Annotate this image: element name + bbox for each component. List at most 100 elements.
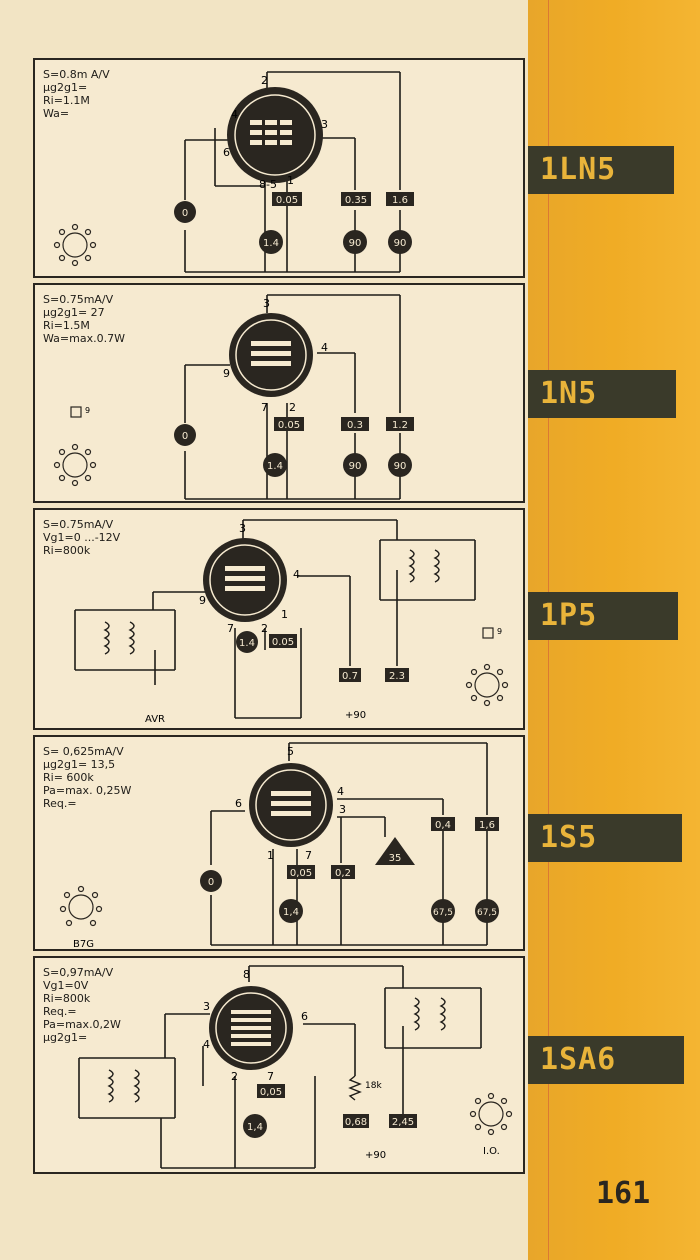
socket-pinout-icon	[465, 627, 509, 707]
filament-voltage-value: 1,4	[283, 907, 299, 918]
pin-label: 9	[223, 367, 230, 380]
socket-pinout-icon	[469, 1092, 513, 1136]
schematic-diagram: 8 3 4 6 2 7 18k 0,05 1,4 0,68 2,45 +90 I…	[78, 965, 513, 1169]
current-value: 0.3	[347, 420, 363, 431]
grid-bias-value: 0	[182, 208, 188, 219]
heater-current-value: 0,05	[290, 868, 312, 879]
spec-line: S= 0,625mA/V	[43, 745, 124, 758]
spec-line: Ri=800k	[43, 992, 91, 1005]
spec-line: Req.=	[43, 1005, 77, 1018]
current-value: 0.35	[345, 195, 367, 206]
spec-line: Vg1=0 ...-12V	[43, 531, 121, 544]
spec-line: Pa=max.0,2W	[43, 1018, 121, 1031]
current-value: 1.6	[392, 195, 408, 206]
pin-label: 4	[203, 1038, 210, 1051]
pin-label: 4	[321, 341, 328, 354]
resistor-icon	[348, 1075, 362, 1101]
pin-label: 3	[321, 118, 328, 131]
socket-note: 9	[497, 627, 502, 636]
socket-pinout-icon	[59, 885, 103, 927]
schematic-diagram: 2 4 3 6 8-5 1 0.05 0.35 1.6 0 1.4 90 90	[53, 71, 414, 273]
schematic-diagram: 3 9 4 7 2 1 1.4 0.05 0.7 2.3 AVR +90 9	[74, 519, 509, 725]
heater-current-value: 0.05	[278, 420, 300, 431]
supply-voltage-value: 67,5	[477, 908, 497, 918]
pin-label: 7	[261, 401, 268, 414]
spec-line: Wa=max.0.7W	[43, 332, 125, 345]
grid-bias-value: 0	[208, 877, 214, 888]
spec-line: Ri=1.5M	[43, 319, 90, 332]
spec-line: Wa=	[43, 107, 70, 120]
current-value: 2.3	[389, 671, 405, 682]
grid-bias-value: 0	[182, 431, 188, 442]
current-value: 1,6	[479, 820, 495, 831]
avr-label: AVR	[145, 714, 165, 725]
spec-line: μg2g1= 13,5	[43, 758, 116, 771]
pin-label: 2	[231, 1070, 238, 1083]
spec-list: S=0.75mA/V Vg1=0 ...-12V Ri=800k	[43, 518, 120, 557]
pin-label: 9	[199, 594, 206, 607]
spec-line: Vg1=0V	[43, 979, 89, 992]
tube-label-1n5: 1N5	[528, 370, 676, 418]
pin-label: 4	[293, 568, 300, 581]
current-value: 2,45	[392, 1117, 414, 1128]
schematic-panel-1s5: S= 0,625mA/V μg2g1= 13,5 Ri= 600k Pa=max…	[33, 735, 525, 951]
schematic-panel-1n5: S=0.75mA/V μg2g1= 27 Ri=1.5M Wa=max.0.7W…	[33, 283, 525, 503]
spec-line: μg2g1=	[43, 1031, 88, 1044]
transformer-icon	[103, 549, 440, 655]
tube-label-1p5: 1P5	[528, 592, 678, 640]
supply-voltage-label: +90	[345, 710, 366, 721]
spec-line: S=0.8m A/V	[43, 68, 110, 81]
pin-label: 3	[239, 522, 246, 535]
pin-label: 6	[235, 797, 242, 810]
pin-label: 8-5	[259, 178, 277, 191]
spec-line: S=0.75mA/V	[43, 518, 114, 531]
pin-label: 7	[267, 1070, 274, 1083]
spec-line: Req.=	[43, 797, 77, 810]
pin-label: 2	[261, 74, 268, 87]
filament-voltage-value: 1,4	[247, 1122, 263, 1133]
socket-note: 9	[85, 406, 90, 415]
spec-line: μg2g1=	[43, 81, 88, 94]
pin-label: 8	[243, 968, 250, 981]
pin-label: 3	[203, 1000, 210, 1013]
filament-voltage-value: 1.4	[239, 638, 255, 649]
pin-label: 7	[305, 849, 312, 862]
filament-voltage-value: 1.4	[267, 461, 283, 472]
supply-voltage-value: 90	[394, 461, 407, 472]
spec-line: S=0,97mA/V	[43, 966, 114, 979]
pin-label: 2	[289, 401, 296, 414]
current-value: 0,68	[345, 1117, 367, 1128]
spec-list: S=0.8m A/V μg2g1= Ri=1.1M Wa=	[43, 68, 110, 120]
resistor-value: 18k	[365, 1081, 382, 1091]
pin-label: 5	[287, 745, 294, 758]
schematic-panel-1ln5: S=0.8m A/V μg2g1= Ri=1.1M Wa= 2 4 3 6 8-…	[33, 58, 525, 278]
supply-voltage-value: 90	[349, 461, 362, 472]
current-value: 0,4	[435, 820, 451, 831]
pin-label: 3	[263, 297, 270, 310]
pin-label: 1	[267, 849, 274, 862]
amplifier-label: 35	[389, 853, 402, 864]
spec-line: Ri= 600k	[43, 771, 94, 784]
pin-label: 4	[231, 108, 238, 121]
pin-label: 6	[223, 146, 230, 159]
pin-label: 2	[261, 622, 268, 635]
heater-current-value: 0.05	[272, 637, 294, 648]
socket-base-label: I.O.	[483, 1146, 500, 1157]
supply-voltage-value: 67,5	[433, 908, 453, 918]
schematic-panel-1p5: S=0.75mA/V Vg1=0 ...-12V Ri=800k	[33, 508, 525, 730]
heater-current-value: 0,05	[260, 1087, 282, 1098]
filament-voltage-value: 1.4	[263, 238, 279, 249]
socket-pinout-icon	[53, 223, 97, 267]
current-value: 0,2	[335, 868, 351, 879]
pin-label: 4	[337, 785, 344, 798]
spec-line: Ri=800k	[43, 544, 91, 557]
spec-list: S=0.75mA/V μg2g1= 27 Ri=1.5M Wa=max.0.7W	[43, 293, 125, 345]
pin-label: 6	[301, 1010, 308, 1023]
supply-voltage-value: 90	[394, 238, 407, 249]
schematic-diagram: 3 9 4 7 2 0.05 0.3 1.2 0 1.4 90 90 9	[53, 294, 414, 500]
current-value: 1.2	[392, 420, 408, 431]
spec-line: μg2g1= 27	[43, 306, 105, 319]
schematic-diagram: 35 5 6 4 3 1 7 0,05 0,2 0,4 1,6 0 1,4 67…	[59, 742, 499, 949]
supply-voltage-value: 90	[349, 238, 362, 249]
current-value: 0.7	[342, 671, 358, 682]
